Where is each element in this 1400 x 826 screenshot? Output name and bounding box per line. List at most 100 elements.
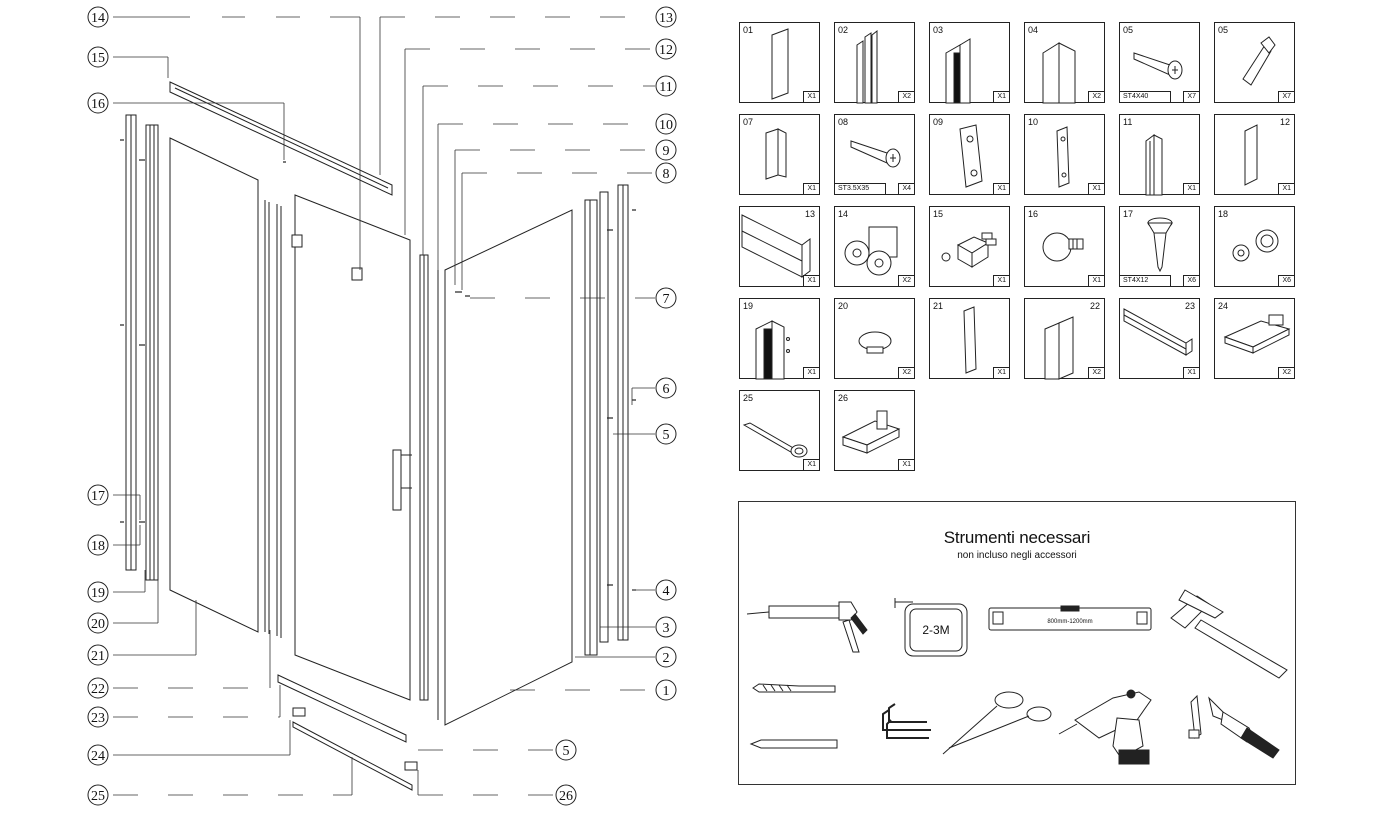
bottom-seal-icon: [742, 422, 808, 458]
callout-14: 14: [87, 6, 109, 28]
part-code: 10: [1028, 117, 1039, 127]
part-qty: X7: [1278, 91, 1294, 102]
part-cell-01: 01 X1: [739, 22, 820, 103]
callout-9: 9: [655, 139, 677, 161]
part-cell-22: 22 X2: [1024, 298, 1105, 380]
wall-profile-left: [125, 114, 159, 581]
part-code: 17: [1123, 209, 1134, 219]
callout-23: 23: [87, 706, 109, 728]
required-tools-box: Strumenti necessari non incluso negli ac…: [738, 501, 1296, 785]
clamp-block-icon: [941, 232, 997, 268]
part-qty: X6: [1183, 275, 1199, 286]
svg-text:23: 23: [91, 711, 105, 726]
part-cell-24: 24 X2: [1214, 298, 1295, 379]
part-code: 15: [933, 209, 944, 219]
sliding-door-glass: [294, 194, 411, 701]
svg-text:12: 12: [659, 43, 673, 58]
part-qty: X1: [898, 459, 914, 470]
part-qty: X2: [898, 91, 914, 102]
wall-profile-icon: [1042, 42, 1076, 104]
spirit-level-label: 800mm-1200mm: [1047, 619, 1092, 625]
part-code: 21: [933, 301, 944, 311]
part-code: 16: [1028, 209, 1039, 219]
part-spec: ST4X40: [1120, 91, 1171, 102]
callout-18: 18: [87, 534, 109, 556]
part-cell-15: 15 X1: [929, 206, 1010, 287]
part-qty: X2: [1088, 91, 1104, 102]
part-code: 07: [743, 117, 754, 127]
svg-text:4: 4: [663, 584, 670, 599]
tape-measure-icon: [894, 598, 968, 657]
part-qty: X1: [1088, 183, 1104, 194]
svg-text:9: 9: [663, 144, 670, 159]
callout-22: 22: [87, 677, 109, 699]
corner-profile-icon: [1044, 316, 1074, 380]
hammer-icon: [1170, 589, 1288, 679]
bottom-seal-part: [292, 721, 413, 791]
part-cell-11: 11 X1: [1119, 114, 1200, 196]
part-code: 02: [838, 25, 849, 35]
part-qty: X2: [1278, 367, 1294, 378]
part-cell-04: 04 X2: [1024, 22, 1105, 104]
callout-17: 17: [87, 484, 109, 506]
part-code: 12: [1279, 117, 1290, 127]
seal-strip-22: [264, 200, 282, 638]
door-stopper-icon: [765, 128, 787, 180]
screw-icon: [850, 140, 901, 168]
callout-19: 19: [87, 581, 109, 603]
fixed-glass-panel-left: [169, 137, 259, 633]
svg-text:15: 15: [91, 51, 105, 66]
svg-text:13: 13: [659, 11, 673, 26]
part-cell-05-screw: 05 ST4X40 X7: [1119, 22, 1200, 103]
part-cell-09: 09 X1: [929, 114, 1010, 195]
part-cell-26: 26 X1: [834, 390, 915, 471]
knob-icon: [1042, 232, 1084, 262]
scissors-icon: [942, 691, 1052, 755]
svg-text:26: 26: [559, 789, 573, 804]
part-cell-03: 03 X1: [929, 22, 1010, 104]
callout-15: 15: [87, 46, 109, 68]
callout-21: 21: [87, 644, 109, 666]
svg-text:18: 18: [91, 539, 105, 554]
part-cell-16: 16 X1: [1024, 206, 1105, 287]
magnetic-profile-icon: [1145, 134, 1163, 196]
countersunk-screw-icon: [1147, 217, 1173, 273]
part-qty: X1: [993, 91, 1009, 102]
svg-text:8: 8: [663, 167, 670, 182]
part-qty: X1: [993, 275, 1009, 286]
part-qty: X4: [898, 183, 914, 194]
svg-text:5: 5: [663, 428, 670, 443]
svg-text:6: 6: [663, 382, 670, 397]
part-code: 08: [838, 117, 849, 127]
part-code: 04: [1028, 25, 1039, 35]
caulking-gun-icon: [746, 601, 868, 653]
part-spec: ST3.5X35: [835, 183, 886, 194]
top-rail-icon: [741, 214, 811, 278]
part-qty: X2: [1088, 367, 1104, 378]
part-qty: X1: [803, 459, 819, 470]
bracket-plate-icon: [959, 124, 983, 188]
part-qty: X7: [1183, 91, 1199, 102]
wall-plug-icon: [1242, 36, 1276, 86]
callout-20: 20: [87, 612, 109, 634]
svg-text:16: 16: [91, 97, 105, 112]
roller-top-right: [351, 267, 363, 281]
part-code: 01: [743, 25, 754, 35]
svg-text:1: 1: [663, 684, 670, 699]
tape-measure-label: 2-3M: [922, 623, 949, 637]
exploded-assembly-diagram: 14 13 15 12 16 11 10 9 8 7 6 5 17 18 19 …: [87, 6, 677, 806]
part-qty: X6: [1278, 275, 1294, 286]
part-qty: X1: [1088, 275, 1104, 286]
svg-text:21: 21: [91, 649, 105, 664]
cap-icon: [858, 331, 892, 354]
u-profile-icon: [945, 38, 971, 104]
part-qty: X1: [1183, 367, 1199, 378]
part-cell-14: 14 X2: [834, 206, 915, 287]
svg-text:24: 24: [91, 749, 105, 764]
callout-1: 1: [655, 679, 677, 701]
part-qty: X1: [803, 183, 819, 194]
wall-profile-right: [584, 184, 629, 656]
part-code: 03: [933, 25, 944, 35]
callout-10: 10: [655, 113, 677, 135]
part-cell-25: 25 X1: [739, 390, 820, 471]
